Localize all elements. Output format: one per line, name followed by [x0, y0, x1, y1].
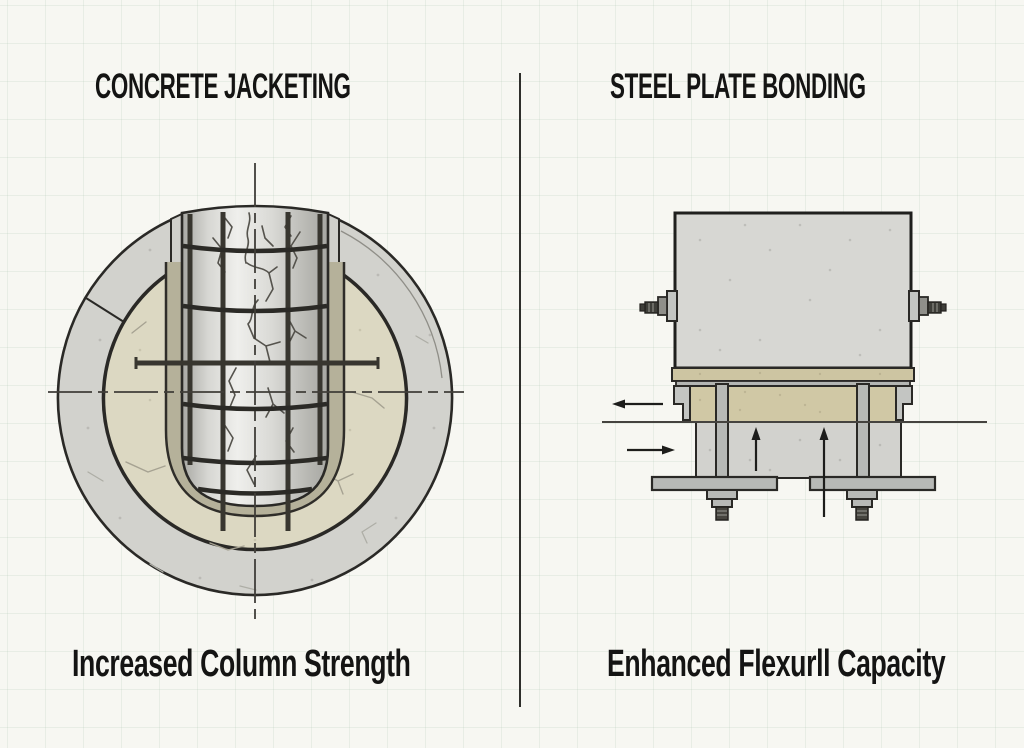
adhesive-strip-speckles — [698, 371, 882, 376]
anchor-rod-right — [856, 383, 870, 479]
anchor-bolt-left — [706, 489, 738, 521]
adhesive-strip — [671, 367, 915, 382]
left-panel-title: CONCRETE JACKETING — [95, 67, 351, 106]
arrow-right — [627, 445, 675, 455]
arrow-up-short — [751, 427, 761, 471]
anchor-bolt-right — [846, 489, 878, 521]
centerlines — [48, 163, 464, 622]
ring-joint-line — [85, 297, 125, 323]
right-panel-caption: Enhanced Flexurll Capacity — [607, 643, 946, 685]
concrete-beam — [673, 211, 913, 370]
beam-speckles — [698, 223, 892, 357]
left-panel-caption: Increased Column Strength — [72, 643, 411, 685]
end-cap-left — [673, 385, 691, 421]
anchor-plate-left — [650, 475, 779, 492]
right-panel-title: STEEL PLATE BONDING — [610, 67, 866, 106]
vertical-rebar — [187, 212, 323, 531]
anchor-rod-left — [715, 383, 729, 479]
force-arrows — [612, 399, 829, 517]
arrow-left — [612, 399, 663, 409]
side-bolt-left — [639, 290, 678, 322]
lower-concrete-speckles — [708, 438, 882, 472]
ring-inner-arc-detail — [340, 230, 443, 379]
anchor-plate-right — [808, 475, 937, 492]
side-bolt-right — [908, 290, 947, 322]
concrete-jacketing-diagram — [48, 163, 464, 622]
arrow-up-long — [819, 427, 829, 517]
end-cap-right — [895, 385, 913, 421]
steel-plate-bonding-diagram — [602, 211, 987, 521]
column-cracks — [212, 212, 307, 485]
cross-tie-bar — [134, 357, 380, 369]
jacket-speckles — [86, 248, 436, 582]
